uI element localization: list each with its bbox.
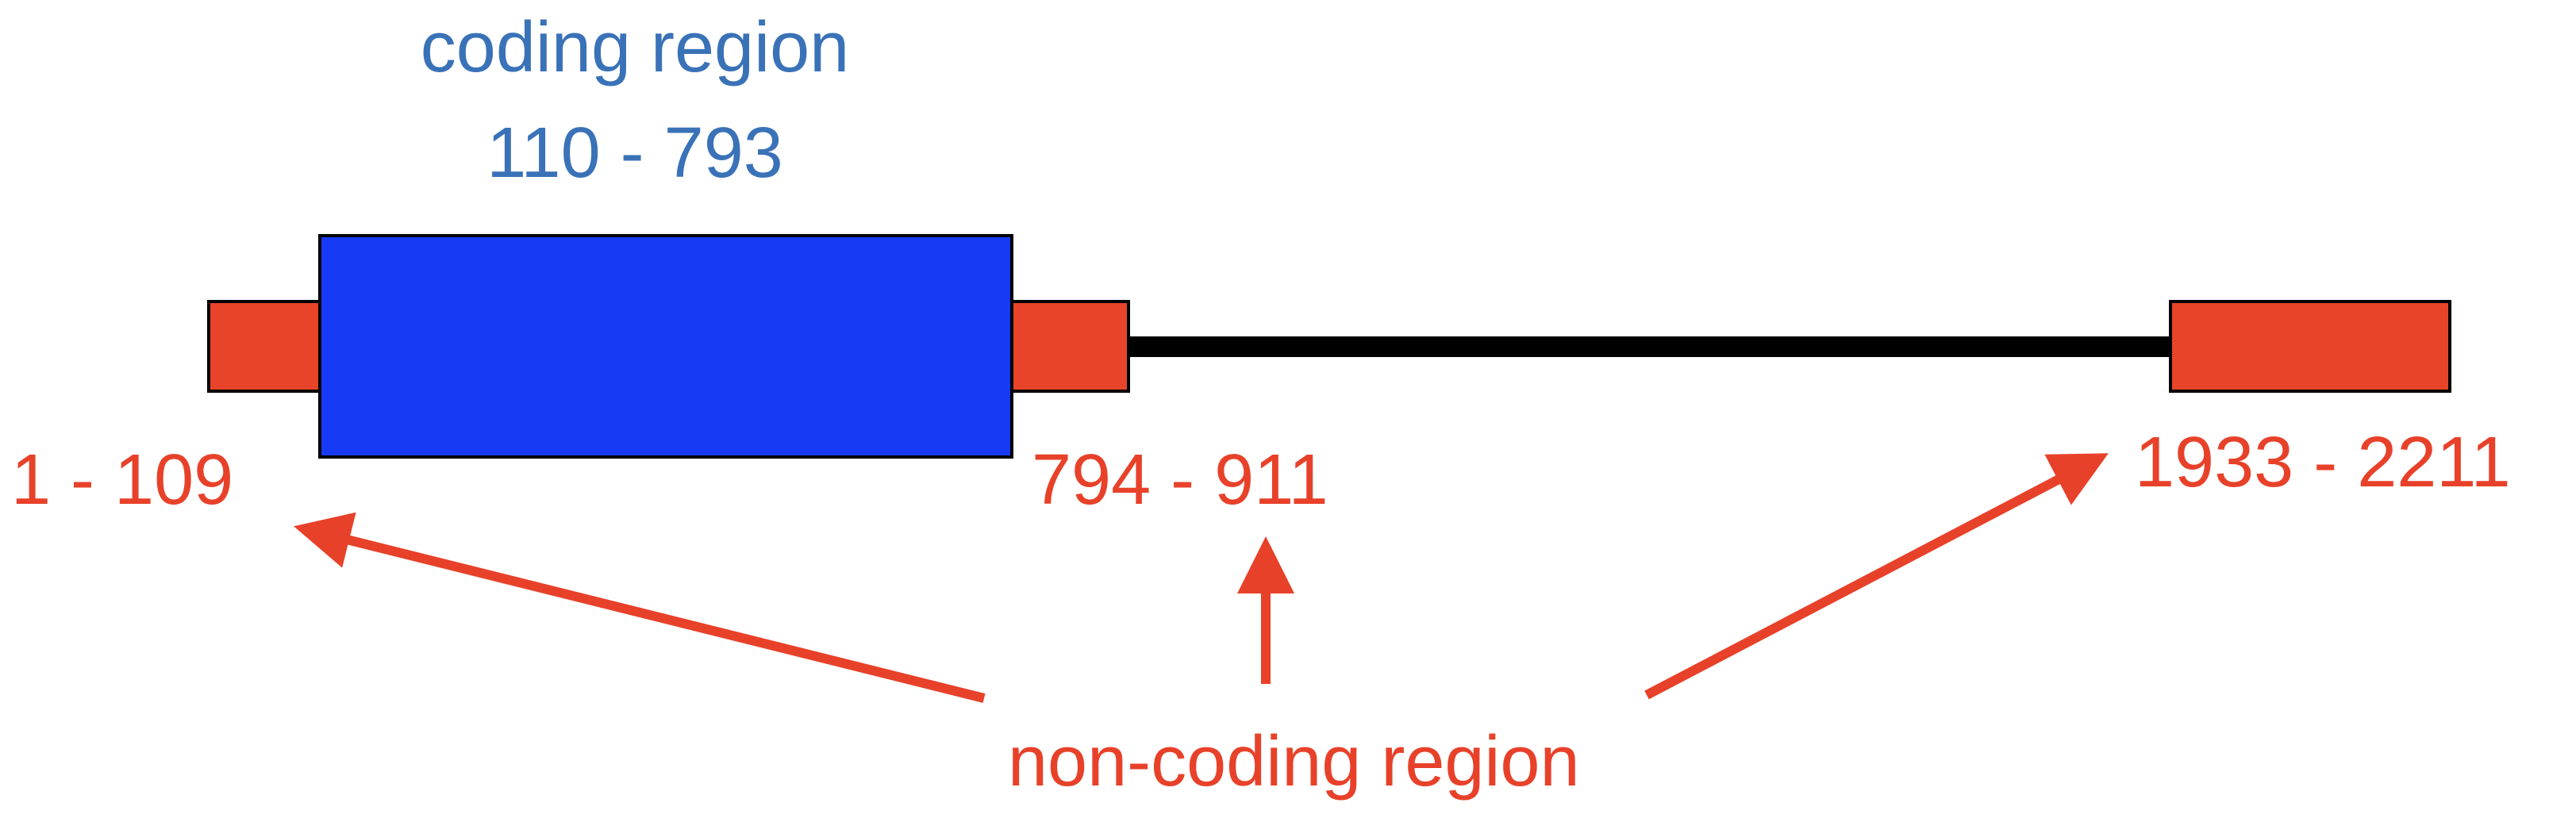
utr5-block <box>207 300 323 393</box>
coding-region-title: coding region <box>420 8 850 87</box>
coding-region-range: 110 - 793 <box>486 113 783 193</box>
arrow-to-utr5 <box>294 512 986 703</box>
noncoding-region-label: non-coding region <box>1008 722 1580 801</box>
utr3-last-block <box>2169 300 2451 393</box>
utr3-last-range-label: 1933 - 2211 <box>2135 423 2511 502</box>
utr3-first-block <box>1006 300 1130 393</box>
arrow-to-utr3-last <box>1644 453 2109 700</box>
coding-block <box>318 234 1013 459</box>
utr3-first-range-label: 794 - 911 <box>1032 440 1328 520</box>
utr5-range-label: 1 - 109 <box>11 440 234 520</box>
